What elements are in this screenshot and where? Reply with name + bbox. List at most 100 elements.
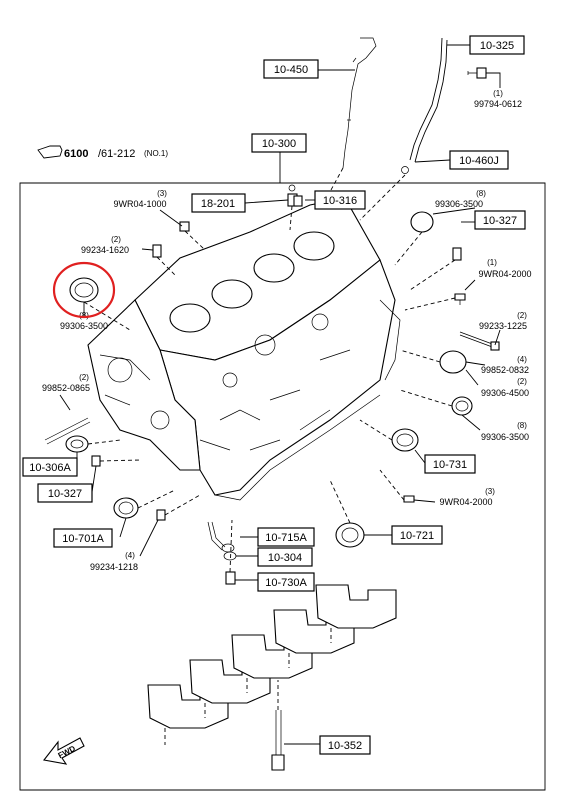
label-10-300[interactable]: 10-300 xyxy=(251,133,307,153)
label-10-327-left[interactable]: 10-327 xyxy=(37,483,93,503)
svg-text:10-327: 10-327 xyxy=(48,488,82,500)
svg-text:(1): (1) xyxy=(487,258,497,267)
svg-text:99234-1218: 99234-1218 xyxy=(90,562,138,572)
oil-seal-99306-4500[interactable] xyxy=(439,350,467,374)
svg-text:10-730A: 10-730A xyxy=(265,577,307,589)
svg-text:10-721: 10-721 xyxy=(400,530,434,542)
label-10-352[interactable]: 10-352 xyxy=(319,735,371,755)
label-10-304[interactable]: 10-304 xyxy=(257,547,313,567)
svg-text:10-352: 10-352 xyxy=(328,740,362,752)
svg-text:9WR04-1000: 9WR04-1000 xyxy=(113,199,166,209)
fwd-arrow-icon: FWD xyxy=(43,737,85,765)
svg-text:(8): (8) xyxy=(476,189,486,198)
label-10-450[interactable]: 10-450 xyxy=(263,59,319,79)
pn-99306-3500-left[interactable]: (8) 99306-3500 xyxy=(60,311,108,331)
label-18-201[interactable]: 18-201 xyxy=(191,193,246,213)
svg-text:(4): (4) xyxy=(517,355,527,364)
plug-10327-left[interactable] xyxy=(91,455,101,467)
svg-text:10-306A: 10-306A xyxy=(29,462,71,474)
label-10-327-right[interactable]: 10-327 xyxy=(474,210,526,230)
pn-99233-1225[interactable]: (2) 99233-1225 xyxy=(479,311,527,331)
label-10-701a[interactable]: 10-701A xyxy=(53,528,113,548)
reference-header: 6100 /61-212 (NO.1) xyxy=(37,145,168,160)
svg-text:99794-0612: 99794-0612 xyxy=(474,99,522,109)
svg-text:10-327: 10-327 xyxy=(483,215,517,227)
label-10-731[interactable]: 10-731 xyxy=(424,454,476,474)
label-10-316[interactable]: 10-316 xyxy=(314,190,366,210)
pn-9wr04-2000-upper[interactable]: (1) 9WR04-2000 xyxy=(478,258,531,279)
pn-9wr04-1000[interactable]: (3) 9WR04-1000 xyxy=(113,189,167,209)
bearing-10731[interactable] xyxy=(391,428,419,452)
pn-99852-0832[interactable]: (4) 99852-0832 xyxy=(481,355,529,375)
plug-9wr2000-lower[interactable] xyxy=(403,495,415,503)
svg-text:99306-3500: 99306-3500 xyxy=(481,432,529,442)
highlight-circle xyxy=(52,261,116,319)
dipstick-tube[interactable] xyxy=(401,37,448,174)
pn-99234-1218[interactable]: (4) 99234-1218 xyxy=(90,551,138,572)
assembly-lines xyxy=(83,167,456,573)
svg-text:10-300: 10-300 xyxy=(262,138,296,150)
oil-seal-left-highlighted[interactable] xyxy=(69,277,99,303)
ref-main: 6100 xyxy=(64,148,88,160)
bearing-10721[interactable] xyxy=(335,522,365,548)
tube-bolt[interactable] xyxy=(467,67,487,79)
pn-99306-3500-top[interactable]: (8) 99306-3500 xyxy=(435,189,486,209)
svg-text:99852-0832: 99852-0832 xyxy=(481,365,529,375)
svg-text:(4): (4) xyxy=(125,551,135,560)
oil-seal-right-top[interactable] xyxy=(410,211,434,233)
pn-99794-0612[interactable]: (1) 99794-0612 xyxy=(474,89,522,109)
ref-sub: /61-212 xyxy=(98,148,135,160)
svg-text:10-316: 10-316 xyxy=(323,195,357,207)
pn-99234-1620[interactable]: (2) 99234-1620 xyxy=(81,235,129,255)
main-cap-bolt[interactable] xyxy=(271,680,285,771)
stud-99852-left[interactable] xyxy=(44,417,91,445)
plug-9wr1000[interactable] xyxy=(179,221,190,232)
svg-text:99233-1225: 99233-1225 xyxy=(479,321,527,331)
svg-text:10-701A: 10-701A xyxy=(62,533,104,545)
label-10-460j[interactable]: 10-460J xyxy=(449,150,509,170)
svg-text:99306-3500: 99306-3500 xyxy=(60,321,108,331)
label-10-306a[interactable]: 10-306A xyxy=(22,457,78,477)
pn-99306-3500-right[interactable]: (8) 99306-3500 xyxy=(481,421,529,442)
stud-99233[interactable] xyxy=(459,331,500,351)
washer-10304[interactable] xyxy=(223,551,237,561)
pn-99306-4500[interactable]: (2) 99306-4500 xyxy=(481,377,529,398)
svg-text:99234-1620: 99234-1620 xyxy=(81,245,129,255)
dowel-pin-top[interactable] xyxy=(152,244,162,258)
svg-text:(1): (1) xyxy=(493,89,503,98)
oil-seal-99306-right[interactable] xyxy=(451,396,473,416)
label-10-715a[interactable]: 10-715A xyxy=(257,527,315,547)
svg-text:99306-3500: 99306-3500 xyxy=(435,199,483,209)
svg-text:(2): (2) xyxy=(517,311,527,320)
plug-10327-right[interactable] xyxy=(452,247,462,261)
bearing-10701a[interactable] xyxy=(113,497,139,519)
svg-text:99852-0865: 99852-0865 xyxy=(42,383,90,393)
svg-text:10-450: 10-450 xyxy=(274,64,308,76)
svg-text:99306-4500: 99306-4500 xyxy=(481,388,529,398)
bolt-10730a[interactable] xyxy=(225,571,236,585)
main-bearing-caps[interactable] xyxy=(147,584,397,745)
pn-9wr04-2000-lower[interactable]: (3) 9WR04-2000 xyxy=(439,487,495,507)
svg-text:9WR04-2000: 9WR04-2000 xyxy=(478,269,531,279)
plug-9wr2000-right[interactable] xyxy=(454,293,466,305)
svg-text:(3): (3) xyxy=(157,189,167,198)
leader-lines xyxy=(59,44,501,745)
cylinder-block[interactable] xyxy=(87,197,401,501)
svg-text:10-731: 10-731 xyxy=(433,459,467,471)
svg-text:(3): (3) xyxy=(485,487,495,496)
svg-text:(2): (2) xyxy=(111,235,121,244)
svg-text:(2): (2) xyxy=(79,373,89,382)
svg-text:10-715A: 10-715A xyxy=(265,532,307,544)
svg-text:9WR04-2000: 9WR04-2000 xyxy=(439,497,492,507)
pointing-hand-icon xyxy=(37,145,63,159)
pn-99852-0865[interactable]: (2) 99852-0865 xyxy=(42,373,90,393)
dipstick[interactable] xyxy=(342,37,377,169)
label-10-721[interactable]: 10-721 xyxy=(391,525,443,545)
bushing-10306a[interactable] xyxy=(65,435,89,453)
dowel-pin-99234-1218[interactable] xyxy=(156,509,166,521)
cap-10316[interactable] xyxy=(293,195,303,207)
label-10-325[interactable]: 10-325 xyxy=(469,35,525,55)
label-10-730a[interactable]: 10-730A xyxy=(257,572,315,592)
oil-jet-10715a[interactable] xyxy=(207,521,235,553)
